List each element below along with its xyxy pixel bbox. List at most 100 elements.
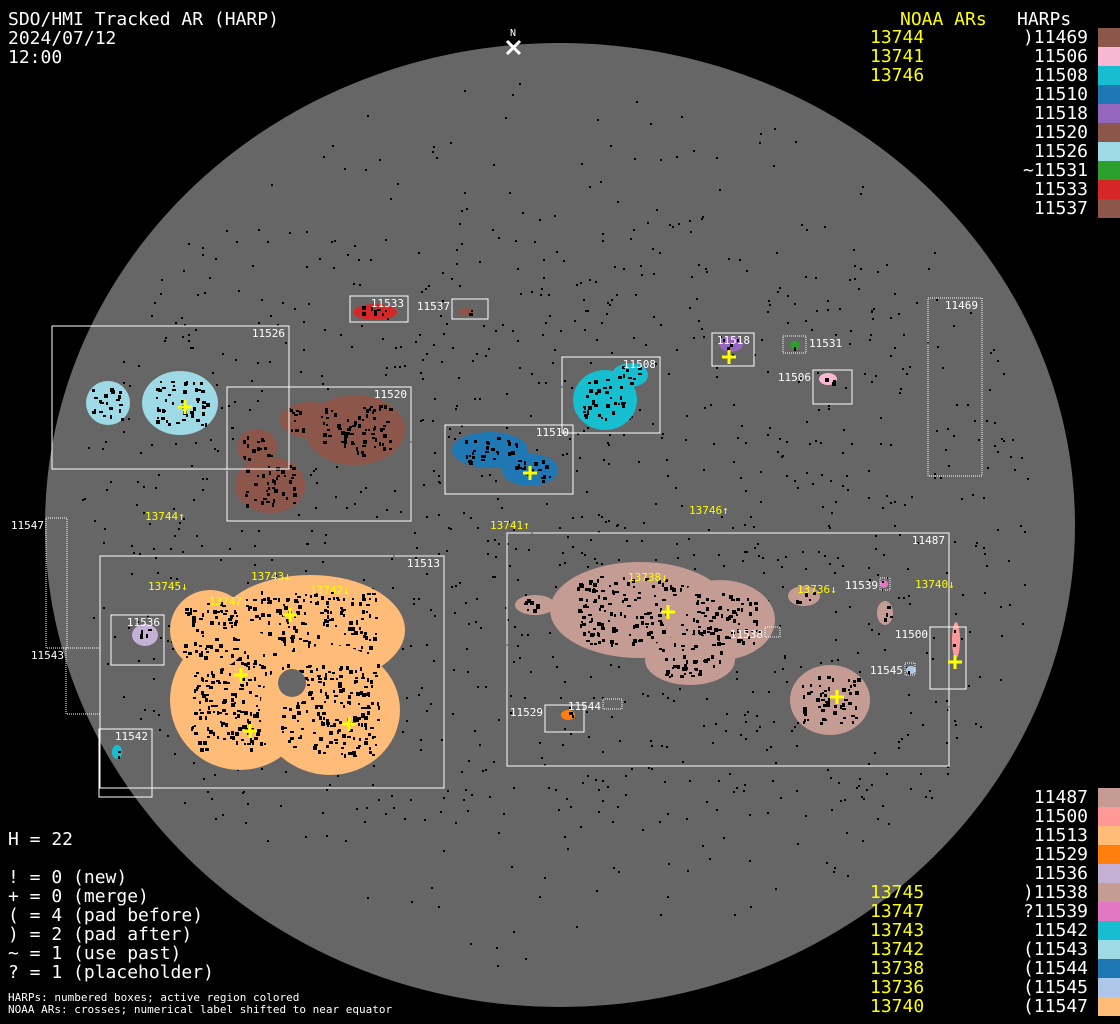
flux-pixel	[194, 725, 196, 727]
magnetic-speckle	[689, 780, 691, 782]
magnetic-speckle	[175, 322, 177, 324]
magnetic-speckle	[613, 867, 615, 869]
magnetic-speckle	[414, 532, 416, 534]
flux-pixel	[680, 676, 684, 678]
magnetic-speckle	[617, 806, 619, 808]
flux-pixel	[640, 616, 644, 619]
magnetic-speckle	[392, 587, 394, 589]
magnetic-speckle	[570, 806, 572, 808]
flux-pixel	[171, 381, 175, 383]
flux-pixel	[534, 462, 538, 466]
magnetic-speckle	[471, 794, 473, 796]
flux-pixel	[369, 614, 371, 618]
flux-pixel	[198, 741, 202, 745]
magnetic-speckle	[974, 420, 976, 422]
flux-pixel	[217, 611, 220, 613]
magnetic-speckle	[543, 259, 545, 261]
noaa-label: 13747↓	[209, 595, 249, 608]
flux-pixel	[283, 727, 287, 729]
flux-pixel	[374, 310, 377, 314]
flux-pixel	[615, 643, 618, 645]
flux-pixel	[272, 503, 274, 507]
magnetic-speckle	[661, 437, 663, 439]
magnetic-speckle	[934, 473, 936, 475]
magnetic-speckle	[564, 380, 566, 382]
magnetic-speckle	[679, 688, 681, 690]
magnetic-speckle	[303, 349, 305, 351]
flux-pixel	[615, 629, 618, 632]
flux-pixel	[633, 639, 637, 643]
flux-pixel	[638, 373, 642, 375]
magnetic-speckle	[367, 115, 369, 117]
flux-pixel	[549, 476, 551, 478]
harp-number: 11510	[1033, 84, 1088, 105]
flux-pixel	[600, 605, 604, 608]
flux-pixel	[238, 727, 242, 731]
magnetic-speckle	[183, 270, 185, 272]
magnetic-speckle	[572, 546, 574, 548]
magnetic-speckle	[446, 550, 448, 552]
magnetic-speckle	[736, 671, 738, 673]
magnetic-speckle	[598, 811, 600, 813]
flux-pixel	[471, 310, 473, 312]
magnetic-speckle	[558, 809, 560, 811]
magnetic-speckle	[602, 233, 604, 235]
flux-pixel	[283, 707, 287, 709]
flux-pixel	[650, 612, 652, 614]
flux-pixel	[225, 723, 228, 727]
flux-pixel	[674, 643, 676, 647]
magnetic-speckle	[485, 769, 487, 771]
flux-pixel	[363, 440, 367, 444]
magnetic-speckle	[345, 840, 347, 842]
flux-pixel	[250, 619, 254, 621]
magnetic-speckle	[114, 636, 116, 638]
magnetic-speckle	[746, 270, 748, 272]
flux-pixel	[165, 399, 167, 402]
magnetic-speckle	[602, 240, 604, 242]
flux-pixel	[341, 431, 345, 435]
flux-pixel	[356, 692, 360, 696]
flux-pixel	[277, 475, 280, 477]
flux-pixel	[614, 582, 618, 585]
magnetic-speckle	[426, 710, 428, 712]
magnetic-speckle	[871, 629, 873, 631]
magnetic-speckle	[831, 512, 833, 514]
magnetic-speckle	[878, 633, 880, 635]
magnetic-speckle	[519, 657, 521, 659]
flux-pixel	[202, 613, 204, 617]
flux-pixel	[953, 644, 956, 647]
magnetic-speckle	[497, 498, 499, 500]
magnetic-speckle	[762, 557, 764, 559]
flux-pixel	[347, 736, 351, 738]
flux-pixel	[326, 624, 329, 627]
flux-pixel	[118, 395, 121, 399]
magnetic-speckle	[485, 355, 487, 357]
flux-pixel	[216, 680, 220, 682]
magnetic-speckle	[155, 557, 157, 559]
magnetic-speckle	[871, 381, 873, 383]
magnetic-speckle	[997, 451, 999, 453]
magnetic-speckle	[909, 603, 911, 605]
flux-pixel	[119, 404, 123, 406]
flux-pixel	[352, 751, 356, 755]
magnetic-speckle	[877, 271, 879, 273]
magnetic-speckle	[174, 753, 176, 755]
flux-pixel	[329, 741, 333, 744]
magnetic-speckle	[461, 425, 463, 427]
magnetic-speckle	[607, 302, 609, 304]
flux-pixel	[507, 440, 510, 442]
flux-pixel	[855, 706, 857, 710]
magnetic-speckle	[315, 468, 317, 470]
magnetic-speckle	[470, 943, 472, 945]
flux-pixel	[336, 597, 339, 599]
flux-pixel	[695, 668, 698, 671]
magnetic-speckle	[824, 555, 826, 557]
flux-pixel	[220, 668, 224, 671]
flux-pixel	[543, 475, 546, 479]
flux-pixel	[273, 499, 275, 503]
flux-pixel	[751, 630, 753, 632]
flux-pixel	[848, 702, 852, 704]
legend-row: 13740(11547	[840, 997, 1120, 1016]
flux-pixel	[809, 599, 811, 601]
magnetic-speckle	[454, 612, 456, 614]
